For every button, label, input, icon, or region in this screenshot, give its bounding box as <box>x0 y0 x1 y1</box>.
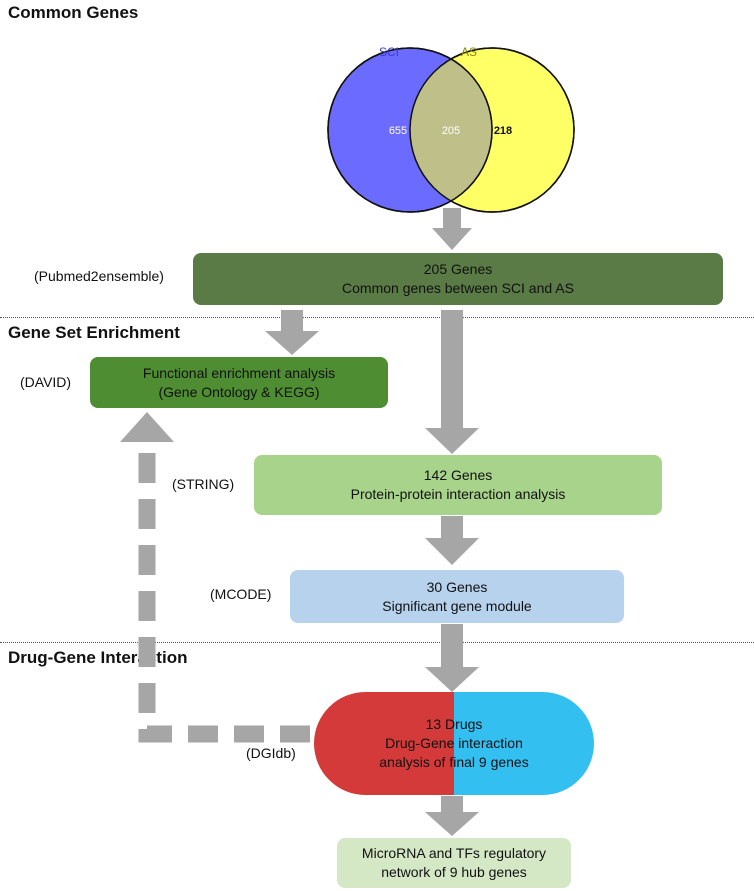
step-regulatory-network-line1: MicroRNA and TFs regulatory <box>361 845 547 861</box>
step-common-genes: 205 Genes Common genes between SCI and A… <box>193 253 723 305</box>
tool-label-dgidb: (DGIdb) <box>246 745 296 761</box>
arrow-common-to-david <box>265 310 319 355</box>
dashed-feedback-arrow <box>120 412 310 743</box>
step-functional-enrichment-desc: (Gene Ontology & KEGG) <box>158 383 320 400</box>
venn-outline-sci <box>327 47 493 213</box>
tool-label-mcode: (MCODE) <box>210 586 272 602</box>
venn-count-sci-only: 655 <box>389 125 407 137</box>
pill-right-half <box>454 692 594 795</box>
step-drug-gene-title: 13 Drugs <box>425 716 483 732</box>
step-common-genes-desc: Common genes between SCI and AS <box>342 280 574 296</box>
section-title-gene-set-enrichment: Gene Set Enrichment <box>8 323 180 342</box>
step-ppi-analysis: 142 Genes Protein-protein interaction an… <box>254 455 662 515</box>
arrows-group <box>265 208 479 836</box>
step-functional-enrichment-title: Functional enrichment analysis <box>142 364 336 381</box>
step-drug-gene-desc-2: analysis of final 9 genes <box>379 754 529 770</box>
arrow-venn-to-common <box>432 208 472 250</box>
tool-label-david: (DAVID) <box>20 374 72 390</box>
arrow-dgidb-to-mirna <box>425 796 479 836</box>
arrow-common-to-string <box>425 310 479 454</box>
arrow-mcode-to-dgidb <box>425 624 479 692</box>
venn-overlap-region <box>410 48 492 212</box>
dashed-feedback-line <box>138 442 310 743</box>
dashed-feedback-arrowhead <box>120 412 174 442</box>
step-regulatory-network: MicroRNA and TFs regulatory network of 9… <box>337 838 571 888</box>
venn-label-as: AS <box>461 45 477 59</box>
step-ppi-analysis-desc: Protein-protein interaction analysis <box>350 486 566 502</box>
section-title-common-genes: Common Genes <box>8 3 139 22</box>
venn-count-as-only: 218 <box>494 125 512 137</box>
venn-count-overlap: 205 <box>442 125 460 137</box>
pill-text: 13 Drugs Drug-Gene interaction analysis … <box>314 692 594 795</box>
arrow-string-to-mcode <box>425 516 479 565</box>
pill-left-half <box>314 692 454 795</box>
venn-diagram: SCI AS 655 205 218 <box>327 45 575 213</box>
venn-outline-as <box>409 47 575 213</box>
step-common-genes-title: 205 Genes <box>423 261 493 277</box>
step-gene-module: 30 Genes Significant gene module <box>290 570 624 623</box>
step-gene-module-desc: Significant gene module <box>382 597 532 614</box>
venn-label-sci: SCI <box>379 45 399 59</box>
divider-1 <box>0 317 754 318</box>
step-drug-gene-desc-1: Drug-Gene interaction <box>385 735 523 751</box>
tool-label-string: (STRING) <box>172 476 235 492</box>
step-gene-module-title: 30 Genes <box>426 578 488 595</box>
step-functional-enrichment: Functional enrichment analysis (Gene Ont… <box>90 357 388 408</box>
step-drug-gene-interaction: 13 Drugs Drug-Gene interaction analysis … <box>314 692 594 795</box>
step-ppi-analysis-title: 142 Genes <box>423 467 493 483</box>
step-regulatory-network-line2: network of 9 hub genes <box>381 864 527 880</box>
tool-label-pubmed2ensemble: (Pubmed2ensemble) <box>34 268 164 284</box>
divider-2 <box>0 642 754 643</box>
